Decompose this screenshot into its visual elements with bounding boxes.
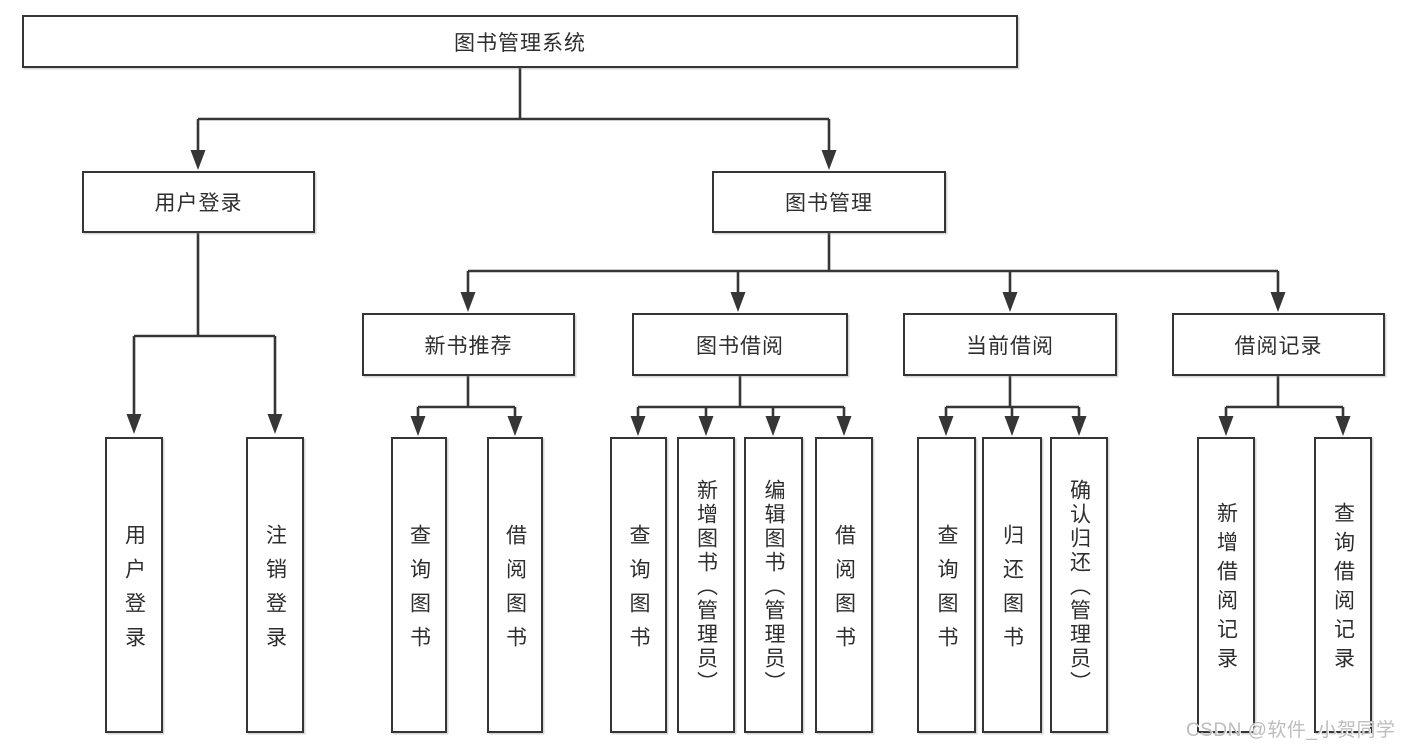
node-current-borrow: 当前借阅: [903, 313, 1117, 376]
leaf-query-book-3: 查询图书: [917, 437, 976, 733]
leaf-user-login: 用户登录: [105, 437, 163, 733]
leaf-return-book: 归还图书: [982, 437, 1042, 733]
arrowheads: [126, 150, 1351, 436]
leaf-add-book-admin: 新增图书（管理员）: [677, 437, 735, 733]
leaf-add-borrow-record: 新增借阅记录: [1197, 437, 1255, 733]
csdn-watermark: CSDN @软件_小贺同学: [1186, 720, 1396, 741]
node-book-borrow: 图书借阅: [632, 313, 848, 376]
leaf-borrow-book-1: 借阅图书: [487, 437, 543, 733]
leaf-logout: 注销登录: [246, 437, 304, 733]
leaf-query-book-2: 查询图书: [610, 437, 667, 733]
node-user-login: 用户登录: [82, 171, 315, 233]
leaf-query-book-1: 查询图书: [391, 437, 447, 733]
leaf-borrow-book-2: 借阅图书: [815, 437, 873, 733]
node-new-book-recommend: 新书推荐: [362, 313, 575, 376]
node-borrow-record: 借阅记录: [1172, 313, 1385, 376]
leaf-query-borrow-record: 查询借阅记录: [1314, 437, 1372, 733]
node-book-management: 图书管理: [712, 171, 946, 233]
leaf-edit-book-admin: 编辑图书（管理员）: [744, 437, 803, 733]
node-root-system: 图书管理系统: [22, 15, 1018, 68]
leaf-confirm-return-admin: 确认归还（管理员）: [1050, 437, 1108, 733]
